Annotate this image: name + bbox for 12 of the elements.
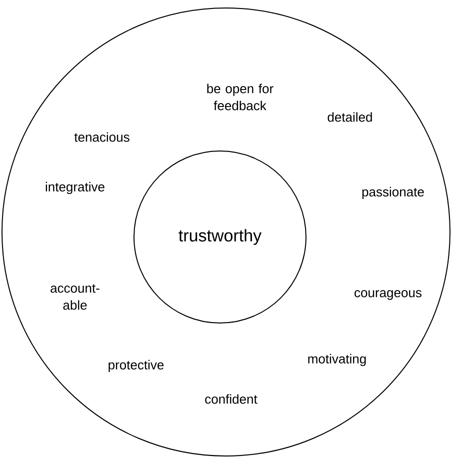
ring-circle [2, 8, 450, 456]
trait-label: courageous [354, 290, 422, 300]
trait-label: passionate [362, 186, 424, 200]
circle-node: trustworthy [134, 150, 306, 324]
trait-label: motivating [308, 354, 366, 366]
trait-label: account- able [50, 284, 100, 310]
trait-label: tenacious [74, 132, 130, 142]
trait-label: protective [108, 360, 164, 372]
trait-label: be open for feedback [207, 84, 274, 110]
trait-label: confident [205, 394, 258, 404]
trait-label: integrative [46, 182, 104, 194]
trait-label: detailed [328, 112, 372, 122]
